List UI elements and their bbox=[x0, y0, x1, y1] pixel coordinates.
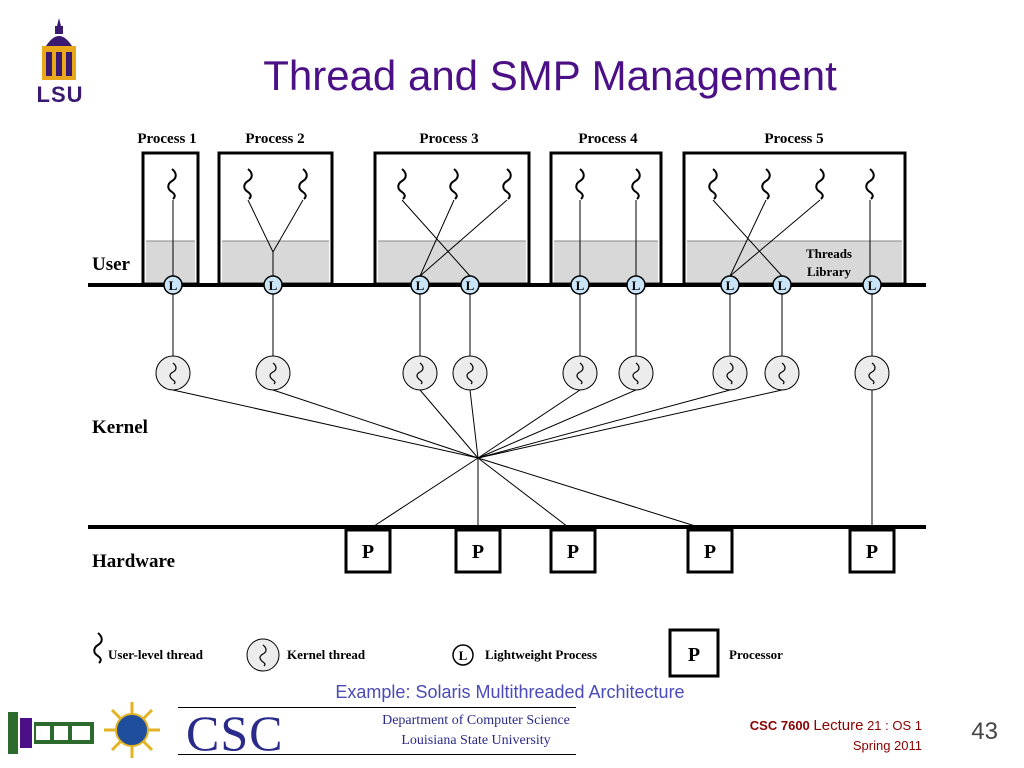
kernel-thread bbox=[562, 355, 598, 391]
department-name: Department of Computer Science bbox=[382, 713, 570, 728]
term: Spring 2011 bbox=[852, 738, 922, 753]
threads-library-label-line2: Library bbox=[807, 264, 852, 279]
kernel-thread bbox=[255, 355, 291, 391]
lecture-word: Lecture bbox=[813, 717, 864, 734]
kernel-thread bbox=[854, 355, 890, 391]
lsu-wordmark: LSU bbox=[36, 82, 84, 107]
kernel-thread bbox=[452, 355, 488, 391]
kernel-thread bbox=[764, 355, 800, 391]
process-box-5 bbox=[682, 151, 907, 286]
lwp: L bbox=[720, 275, 740, 295]
diagram-caption: Example: Solaris Multithreaded Architect… bbox=[335, 682, 685, 702]
lwp: L bbox=[263, 275, 283, 295]
svg-text:L: L bbox=[868, 278, 877, 293]
svg-text:L: L bbox=[269, 278, 278, 293]
lightweight-processes: L L L L L L L L L bbox=[163, 275, 882, 295]
svg-text:L: L bbox=[416, 278, 425, 293]
process-label-5: Process 5 bbox=[764, 131, 823, 147]
user-thread-connections bbox=[172, 199, 871, 277]
legend-lwp-icon: L bbox=[452, 644, 474, 666]
page-number: 43 bbox=[971, 718, 998, 745]
legend-user-thread-icon bbox=[93, 632, 103, 664]
svg-text:L: L bbox=[169, 278, 178, 293]
legend-user-thread-label: User-level thread bbox=[108, 647, 204, 662]
lwp: L bbox=[862, 275, 882, 295]
processor: P bbox=[549, 528, 597, 574]
process-label-1: Process 1 bbox=[137, 131, 196, 147]
lecture-number: 21 : OS 1 bbox=[867, 718, 922, 733]
kernel-thread bbox=[712, 355, 748, 391]
svg-text:L: L bbox=[726, 278, 735, 293]
kernel-thread bbox=[402, 355, 438, 391]
processors: P P P P P bbox=[344, 528, 896, 574]
legend-processor-icon: P bbox=[668, 628, 720, 678]
svg-text:P: P bbox=[866, 541, 878, 563]
lwp: L bbox=[163, 275, 183, 295]
slide-title: Thread and SMP Management bbox=[263, 52, 837, 99]
kernel-thread bbox=[618, 355, 654, 391]
processor: P bbox=[344, 528, 392, 574]
layer-label-kernel: Kernel bbox=[92, 417, 148, 438]
course-code: CSC 7600 bbox=[749, 718, 810, 733]
svg-text:L: L bbox=[576, 278, 585, 293]
processor: P bbox=[454, 528, 502, 574]
process-box-2 bbox=[217, 151, 334, 286]
lwp: L bbox=[626, 275, 646, 295]
svg-text:P: P bbox=[567, 541, 579, 563]
svg-text:L: L bbox=[459, 648, 468, 663]
process-label-4: Process 4 bbox=[578, 131, 638, 147]
lwp: L bbox=[570, 275, 590, 295]
lwp: L bbox=[410, 275, 430, 295]
threads-library-label-line1: Threads bbox=[806, 246, 852, 261]
svg-text:L: L bbox=[466, 278, 475, 293]
process-label-3: Process 3 bbox=[419, 131, 478, 147]
kernel-threads bbox=[155, 355, 890, 391]
legend-lwp-label: Lightweight Process bbox=[485, 647, 597, 662]
legend-processor-label: Processor bbox=[729, 647, 783, 662]
cct-logo bbox=[8, 712, 94, 754]
svg-text:L: L bbox=[632, 278, 641, 293]
university-name: Louisiana State University bbox=[401, 733, 551, 748]
legend-kernel-thread-label: Kernel thread bbox=[287, 647, 366, 662]
legend-kernel-thread-icon bbox=[246, 638, 280, 672]
svg-text:P: P bbox=[472, 541, 484, 563]
svg-text:P: P bbox=[704, 541, 716, 563]
lsu-logo bbox=[42, 18, 76, 80]
processor: P bbox=[686, 528, 734, 574]
layer-label-hardware: Hardware bbox=[92, 551, 175, 572]
processor: P bbox=[848, 528, 896, 574]
svg-text:P: P bbox=[688, 644, 700, 666]
csc-department-banner: CSC Department of Computer Science Louis… bbox=[178, 705, 576, 761]
process-box-4 bbox=[549, 151, 663, 286]
course-info: CSC 7600 Lecture 21 : OS 1 bbox=[750, 717, 922, 734]
process-box-1 bbox=[141, 151, 200, 286]
nsf-logo bbox=[104, 702, 160, 758]
csc-wordmark: CSC bbox=[186, 705, 284, 761]
lwp: L bbox=[460, 275, 480, 295]
kernel-thread bbox=[155, 355, 191, 391]
process-label-2: Process 2 bbox=[245, 131, 304, 147]
lwp: L bbox=[772, 275, 792, 295]
svg-text:P: P bbox=[362, 541, 374, 563]
layer-label-user: User bbox=[92, 254, 131, 275]
lwp-kernel-connections bbox=[172, 294, 873, 356]
legend: User-level thread Kernel thread L Lightw… bbox=[93, 628, 783, 678]
process-box-3 bbox=[373, 151, 531, 286]
kernel-scheduler-lines bbox=[172, 389, 873, 531]
svg-text:L: L bbox=[778, 278, 787, 293]
